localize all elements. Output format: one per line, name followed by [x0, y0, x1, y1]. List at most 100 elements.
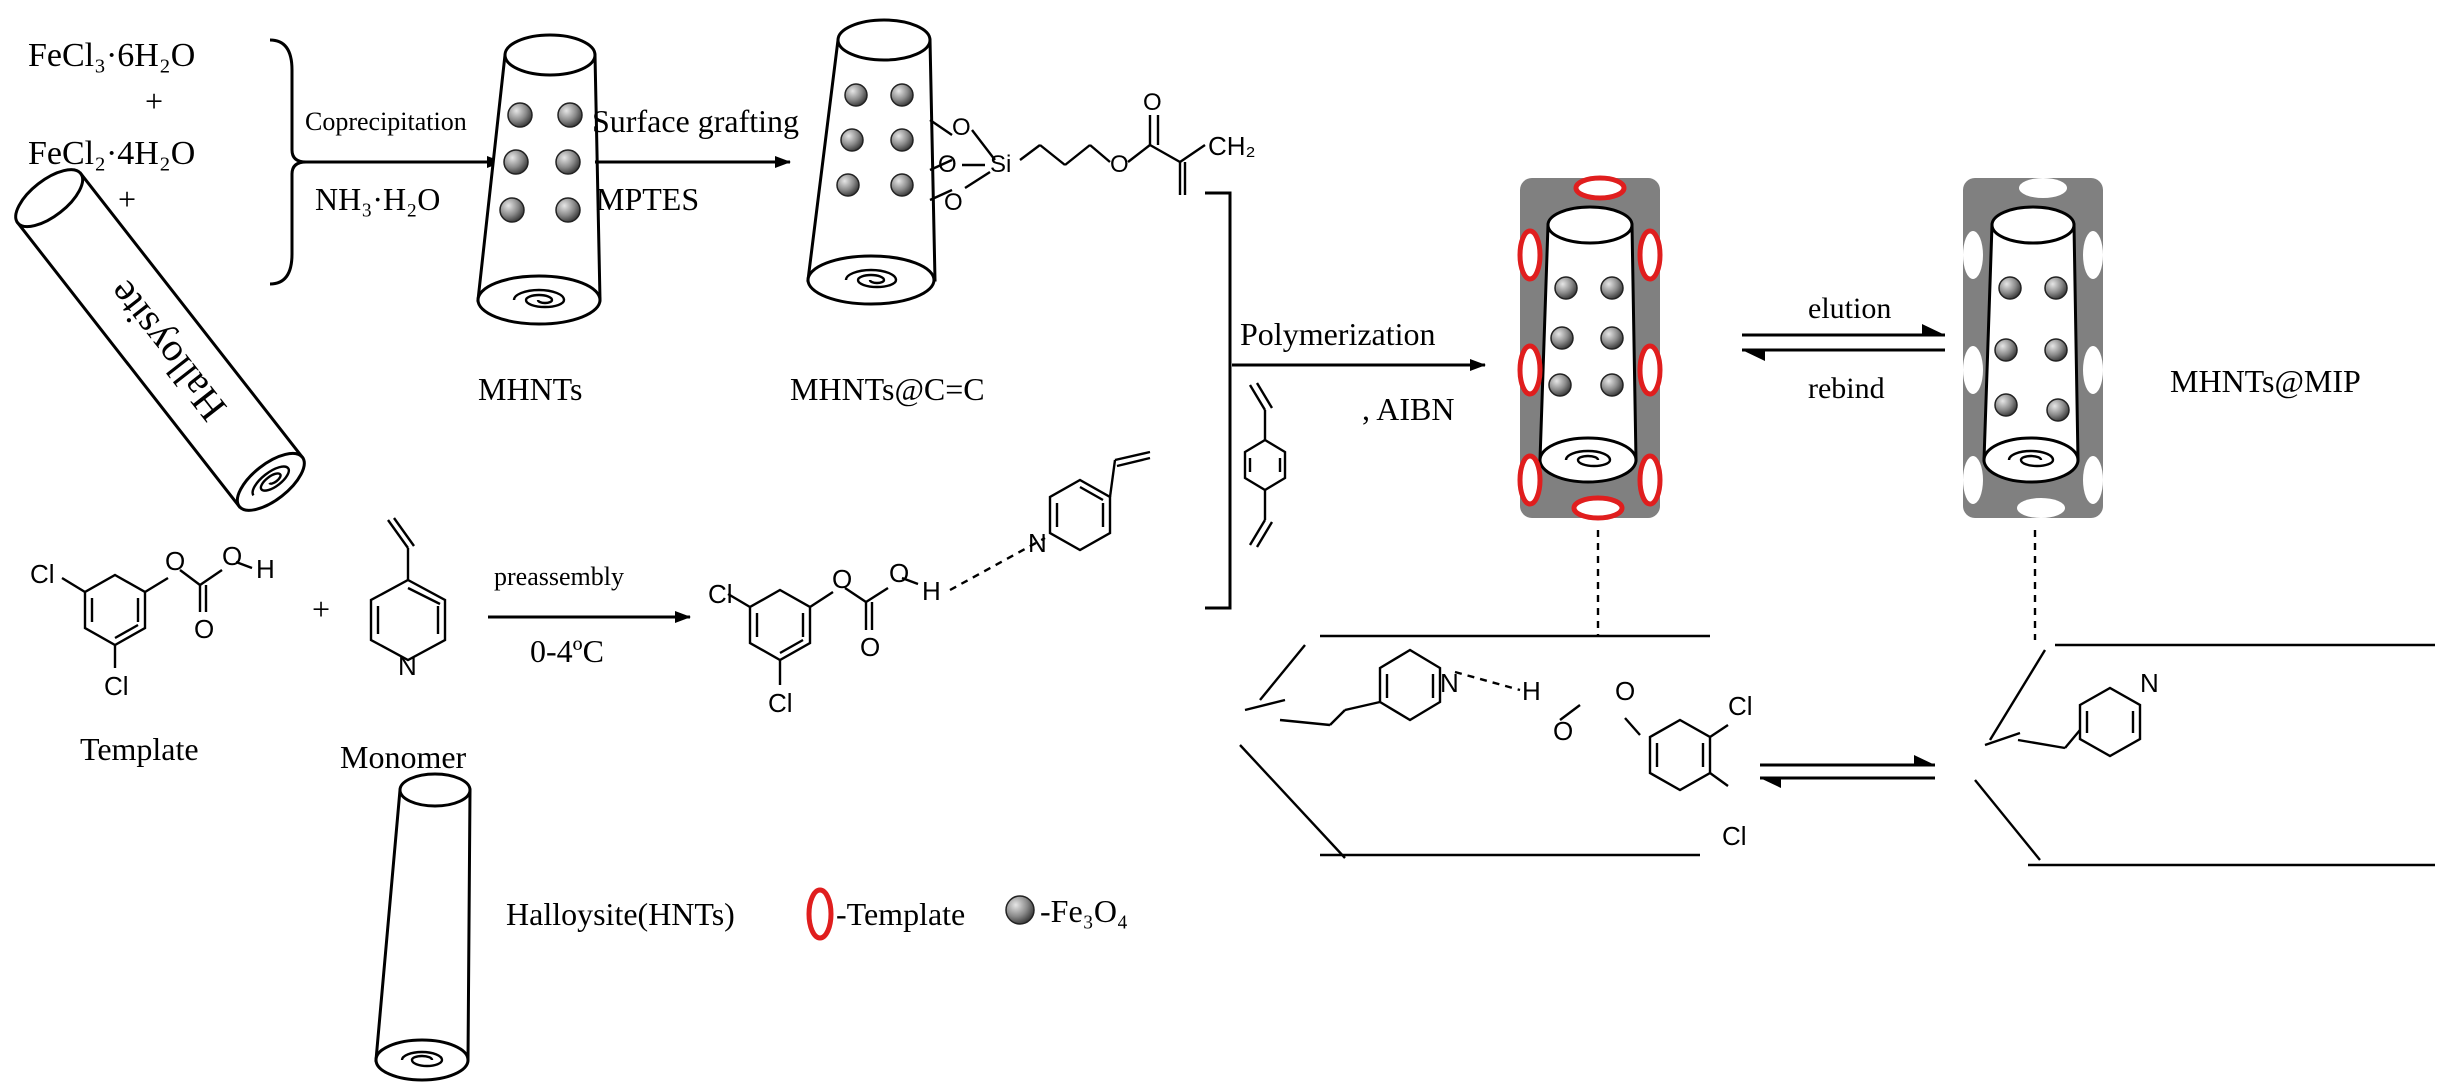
plus-sign: + — [118, 181, 136, 217]
mip-label: MHNTs@MIP — [2170, 363, 2361, 399]
fe3o4-particle-icon — [1998, 276, 2022, 300]
temperature-label: 0-4ºC — [530, 633, 604, 669]
mhnts-cc-tube — [806, 18, 937, 306]
fe3o4-particle-icon — [2046, 398, 2070, 422]
fe3o4-particle-icon — [1600, 276, 1624, 300]
fe3o4-particle-icon — [1005, 895, 1035, 925]
nitrogen-label: N — [1028, 528, 1047, 558]
fe3o4-particle-icon — [890, 173, 914, 197]
mip-tube-templated — [1517, 175, 1663, 521]
hydrogen-label: H — [922, 576, 941, 606]
monomer-label: Monomer — [340, 739, 467, 775]
template-ellipse-icon — [1517, 343, 1543, 397]
cavity — [2083, 346, 2103, 394]
fe3o4-particle-icon — [844, 83, 868, 107]
cavity — [1963, 346, 1983, 394]
legend-template-label: -Template — [836, 896, 965, 932]
oxygen-label: O — [832, 564, 852, 594]
template-ellipse-icon — [806, 887, 834, 941]
mhnts-tube — [476, 33, 602, 326]
fe3o4-particle-icon — [836, 173, 860, 197]
oxygen-label: O — [952, 114, 971, 141]
fe3o4-particle-icon — [2044, 338, 2068, 362]
fe3o4-particle-icon — [1994, 338, 2018, 362]
chlorine-label: Cl — [768, 688, 793, 718]
monomer-structure — [369, 517, 447, 662]
oxygen-label: O — [1110, 151, 1129, 178]
oxygen-label: O — [1143, 89, 1162, 116]
binding-site-bound — [1239, 634, 1729, 859]
nh3-label: NH₃·H₂O — [315, 181, 440, 217]
curly-brace — [269, 38, 307, 286]
legend-fe3o4-label: -Fe₃O₄ — [1040, 893, 1128, 929]
template-structure — [61, 560, 253, 668]
fe3o4-particle-icon — [503, 149, 529, 175]
rebind-label: rebind — [1808, 372, 1885, 405]
crosslinker-structure — [1243, 382, 1287, 548]
template-label: Template — [80, 731, 199, 767]
oxygen-label: O — [944, 189, 963, 216]
mhnts-cc-label: MHNTs@C=C — [790, 371, 985, 407]
coprecipitation-label: Coprecipitation — [305, 107, 467, 136]
cavity — [1963, 456, 1983, 504]
hydrogen-label: H — [1522, 676, 1541, 706]
cavity — [2083, 231, 2103, 279]
chlorine-label: Cl — [708, 579, 733, 609]
fe3o4-particle-icon — [1600, 373, 1624, 397]
oxygen-label: O — [860, 632, 880, 662]
polymerization-label: Polymerization — [1240, 316, 1436, 352]
fe3o4-particle-icon — [1548, 373, 1572, 397]
reactant-bracket — [1205, 191, 1232, 610]
nitrogen-label: N — [2140, 668, 2159, 698]
template-ellipse-icon — [1637, 453, 1663, 507]
fe3o4-particle-icon — [890, 83, 914, 107]
equilibrium-arrow-icon — [1742, 324, 1945, 361]
fe3o4-particle-icon — [507, 102, 533, 128]
fe3o4-particle-icon — [555, 197, 581, 223]
fe3o4-particle-icon — [557, 102, 583, 128]
chlorine-label: Cl — [1722, 821, 1747, 851]
template-ellipse-icon — [1637, 228, 1663, 282]
fe3o4-particle-icon — [1554, 276, 1578, 300]
fecl3-label: FeCl₃·6H₂O — [28, 37, 195, 74]
template-ellipse-icon — [1517, 453, 1543, 507]
silicon-label: Si — [990, 151, 1011, 178]
complex-structure — [727, 450, 1151, 685]
oxygen-label: O — [889, 558, 909, 588]
oxygen-label: O — [1553, 716, 1573, 746]
fe3o4-particle-icon — [840, 128, 864, 152]
fe3o4-particle-icon — [499, 197, 525, 223]
ch2-label: CH₂ — [1208, 131, 1256, 161]
nitrogen-label: N — [1440, 668, 1459, 698]
fe3o4-particle-icon — [555, 149, 581, 175]
equilibrium-arrow-icon — [1760, 755, 1935, 788]
legend-hnts-tube — [374, 772, 472, 1082]
plus-sign: + — [312, 591, 330, 627]
chlorine-label: Cl — [30, 559, 55, 589]
preassembly-label: preassembly — [494, 562, 624, 591]
mip-tube-eluted — [1963, 178, 2103, 518]
mhnts-label: MHNTs — [478, 371, 582, 407]
template-ellipse-icon — [1571, 495, 1625, 521]
silane-linker — [929, 115, 1206, 202]
mptes-label: MPTES — [596, 181, 699, 217]
oxygen-label: O — [165, 546, 185, 576]
fe3o4-particle-icon — [1994, 393, 2018, 417]
halloysite-tube-icon: Halloysite — [14, 168, 306, 512]
aibn-label: , AIBN — [1362, 391, 1454, 427]
surface-grafting-label: Surface grafting — [592, 103, 799, 139]
oxygen-label: O — [222, 541, 242, 571]
chlorine-label: Cl — [104, 671, 129, 701]
elution-label: elution — [1808, 292, 1891, 325]
fe3o4-particle-icon — [1600, 326, 1624, 350]
hydrogen-label: H — [256, 554, 275, 584]
nitrogen-label: N — [398, 651, 417, 681]
cavity — [1963, 231, 1983, 279]
oxygen-label: O — [194, 614, 214, 644]
fecl2-label: FeCl₂·4H₂O — [28, 135, 195, 172]
legend-hnts-label: Halloysite(HNTs) — [506, 896, 735, 932]
cavity — [2083, 456, 2103, 504]
oxygen-label: O — [1615, 676, 1635, 706]
